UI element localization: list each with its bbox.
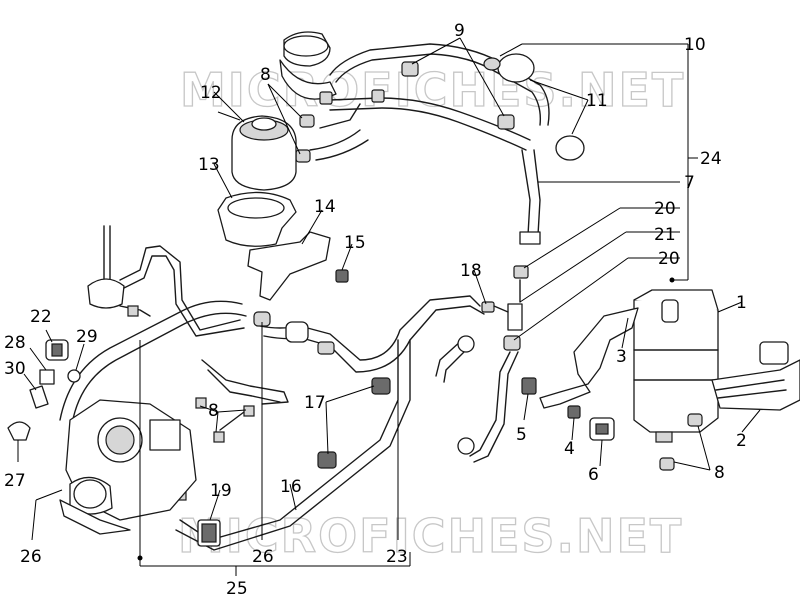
- callout-5: 5: [516, 425, 527, 445]
- clip-29: [67, 369, 81, 383]
- canister-straps: [711, 341, 800, 411]
- clip-5: [521, 377, 537, 395]
- callout-8-lower-left: 8: [208, 401, 219, 421]
- leader-lines: [17, 37, 761, 576]
- callout-14: 14: [314, 197, 336, 217]
- callout-10: 10: [684, 35, 706, 55]
- clip-22: [45, 339, 69, 361]
- callout-7: 7: [684, 173, 695, 193]
- callout-24: 24: [700, 149, 722, 169]
- clip-27: [7, 421, 31, 441]
- callout-28: 28: [4, 333, 26, 353]
- clip-19: [197, 519, 221, 547]
- callout-11: 11: [586, 91, 608, 111]
- callout-27: 27: [4, 471, 26, 491]
- callout-6: 6: [588, 465, 599, 485]
- callout-17: 17: [304, 393, 326, 413]
- callout-12: 12: [200, 83, 222, 103]
- callout-23: 23: [386, 547, 408, 567]
- callout-26-left: 26: [20, 547, 42, 567]
- callout-labels: 1 2 3 4 5 6 7 8 8 8 9 10 11 12 13 14 15 …: [4, 21, 747, 599]
- callout-20-top: 20: [654, 199, 676, 219]
- clamp-ring: [483, 53, 585, 161]
- watermark-top: MICROFICHES.NET: [180, 63, 685, 117]
- inline-filter: [253, 311, 335, 355]
- tank-holder: [217, 191, 297, 247]
- carburettor: [59, 399, 197, 535]
- callout-8-right: 8: [714, 463, 725, 483]
- callout-26-right: 26: [252, 547, 274, 567]
- callout-15: 15: [344, 233, 366, 253]
- clamps-17: [317, 377, 391, 469]
- callout-9: 9: [454, 21, 465, 41]
- callout-4: 4: [564, 439, 575, 459]
- callout-3: 3: [616, 347, 627, 367]
- clip-6: [589, 417, 615, 441]
- screw-4: [567, 405, 581, 419]
- callout-8-top: 8: [260, 65, 271, 85]
- t-joints: [457, 265, 529, 463]
- callout-25: 25: [226, 579, 248, 599]
- callout-18: 18: [460, 261, 482, 281]
- callout-19: 19: [210, 481, 232, 501]
- expansion-tank: [231, 115, 297, 191]
- canister-clamps: [659, 413, 703, 471]
- vent-valve: [87, 225, 245, 337]
- upper-hose-network: [309, 43, 550, 245]
- canister-bracket: [539, 307, 639, 409]
- clip-30: [29, 385, 49, 409]
- callout-22: 22: [30, 307, 52, 327]
- watermark-bottom: MICROFICHES.NET: [178, 509, 683, 563]
- expansion-tank-cap: [279, 31, 337, 100]
- callout-13: 13: [198, 155, 220, 175]
- callout-21: 21: [654, 225, 676, 245]
- clip-28: [39, 369, 55, 385]
- hose-clamps-top: [295, 61, 515, 163]
- charcoal-canister: [633, 289, 719, 443]
- callout-29: 29: [76, 327, 98, 347]
- screw: [335, 269, 349, 283]
- callout-1: 1: [736, 293, 747, 313]
- callout-20-lower: 20: [658, 249, 680, 269]
- callout-2: 2: [736, 431, 747, 451]
- callout-16: 16: [280, 477, 302, 497]
- callout-30: 30: [4, 359, 26, 379]
